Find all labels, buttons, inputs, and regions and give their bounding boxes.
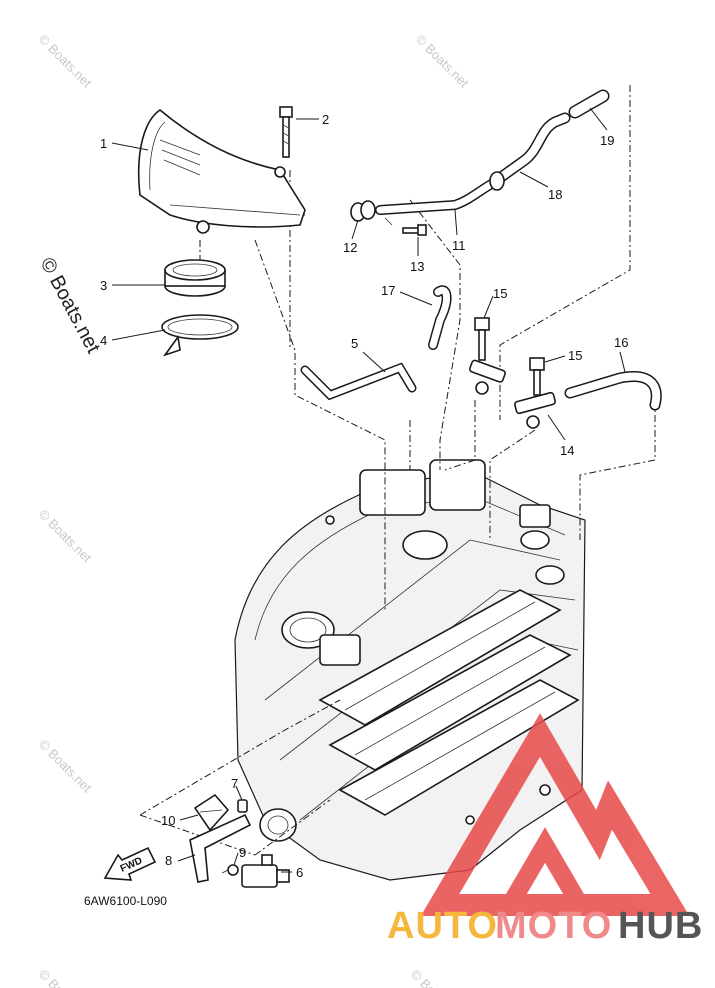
part-14-joint bbox=[469, 359, 556, 429]
part-3-grommet bbox=[164, 259, 226, 297]
throttle-body bbox=[281, 611, 361, 666]
part-16-hose bbox=[564, 371, 662, 411]
part-17-hose bbox=[428, 285, 452, 350]
part-19-hose bbox=[568, 89, 610, 119]
callout-6: 6 bbox=[296, 865, 303, 880]
brand-logo bbox=[420, 713, 690, 916]
part-11-hose bbox=[375, 177, 500, 226]
callouts: 1 2 3 4 5 6 7 8 9 10 11 12 13 14 15 15 1… bbox=[100, 112, 628, 880]
part-8-bracket bbox=[189, 813, 252, 883]
callout-10: 10 bbox=[161, 813, 175, 828]
brand-part-moto: MOTO bbox=[495, 905, 612, 947]
callout-15a: 15 bbox=[493, 286, 507, 301]
watermark-text: © Boats.net bbox=[408, 967, 467, 988]
brand-triangle-icon bbox=[420, 713, 690, 916]
brand-part-auto: AUTO bbox=[387, 905, 498, 947]
watermark-text: © Boats.net bbox=[36, 32, 95, 91]
part-13-screw bbox=[402, 224, 427, 236]
intake-runners bbox=[318, 589, 580, 816]
callout-13: 13 bbox=[410, 259, 424, 274]
part-10-coupler bbox=[193, 793, 230, 832]
oil-cap bbox=[259, 808, 297, 842]
watermark-text: © Boats.net bbox=[36, 737, 95, 796]
leader-lines bbox=[111, 107, 626, 873]
part-18-hose bbox=[489, 112, 571, 191]
callout-1: 1 bbox=[100, 136, 107, 151]
part-12-grommet bbox=[350, 200, 376, 222]
side-watermark: © Boats.net bbox=[36, 254, 105, 357]
watermark-text: © Boats.net bbox=[36, 967, 95, 988]
fwd-arrow: FWD bbox=[103, 846, 157, 881]
diagram-code: 6AW6100-L090 bbox=[84, 894, 167, 908]
callout-17: 17 bbox=[381, 283, 395, 298]
upper-housings bbox=[359, 459, 565, 585]
callout-14: 14 bbox=[560, 443, 574, 458]
callout-9: 9 bbox=[239, 845, 246, 860]
part-7-clip bbox=[237, 799, 248, 813]
callout-18: 18 bbox=[548, 187, 562, 202]
part-1-cover bbox=[137, 109, 306, 234]
part-6-sensor bbox=[241, 854, 290, 888]
callout-12: 12 bbox=[343, 240, 357, 255]
watermark-text: © Boats.net bbox=[413, 32, 472, 91]
part-15-bolt-b bbox=[529, 357, 545, 396]
part-2-bolt bbox=[279, 106, 293, 158]
callout-19: 19 bbox=[600, 133, 614, 148]
callout-7: 7 bbox=[231, 776, 238, 791]
part-5-hose bbox=[300, 362, 417, 401]
part-4-band bbox=[161, 314, 239, 357]
callout-11: 11 bbox=[452, 238, 466, 253]
watermark-text: © Boats.net bbox=[36, 507, 95, 566]
brand-part-hub: HUB bbox=[618, 905, 703, 947]
callout-15b: 15 bbox=[568, 348, 582, 363]
part-9-screw bbox=[221, 864, 239, 876]
callout-2: 2 bbox=[322, 112, 329, 127]
callout-4: 4 bbox=[100, 333, 107, 348]
part-15-bolt-a bbox=[474, 317, 490, 361]
callout-8: 8 bbox=[165, 853, 172, 868]
callout-16: 16 bbox=[614, 335, 628, 350]
engine-block bbox=[234, 459, 586, 881]
callout-3: 3 bbox=[100, 278, 107, 293]
brand-wordmark: AUTO MOTO HUB bbox=[387, 905, 703, 947]
assembly-lines bbox=[139, 85, 656, 856]
callout-5: 5 bbox=[351, 336, 358, 351]
